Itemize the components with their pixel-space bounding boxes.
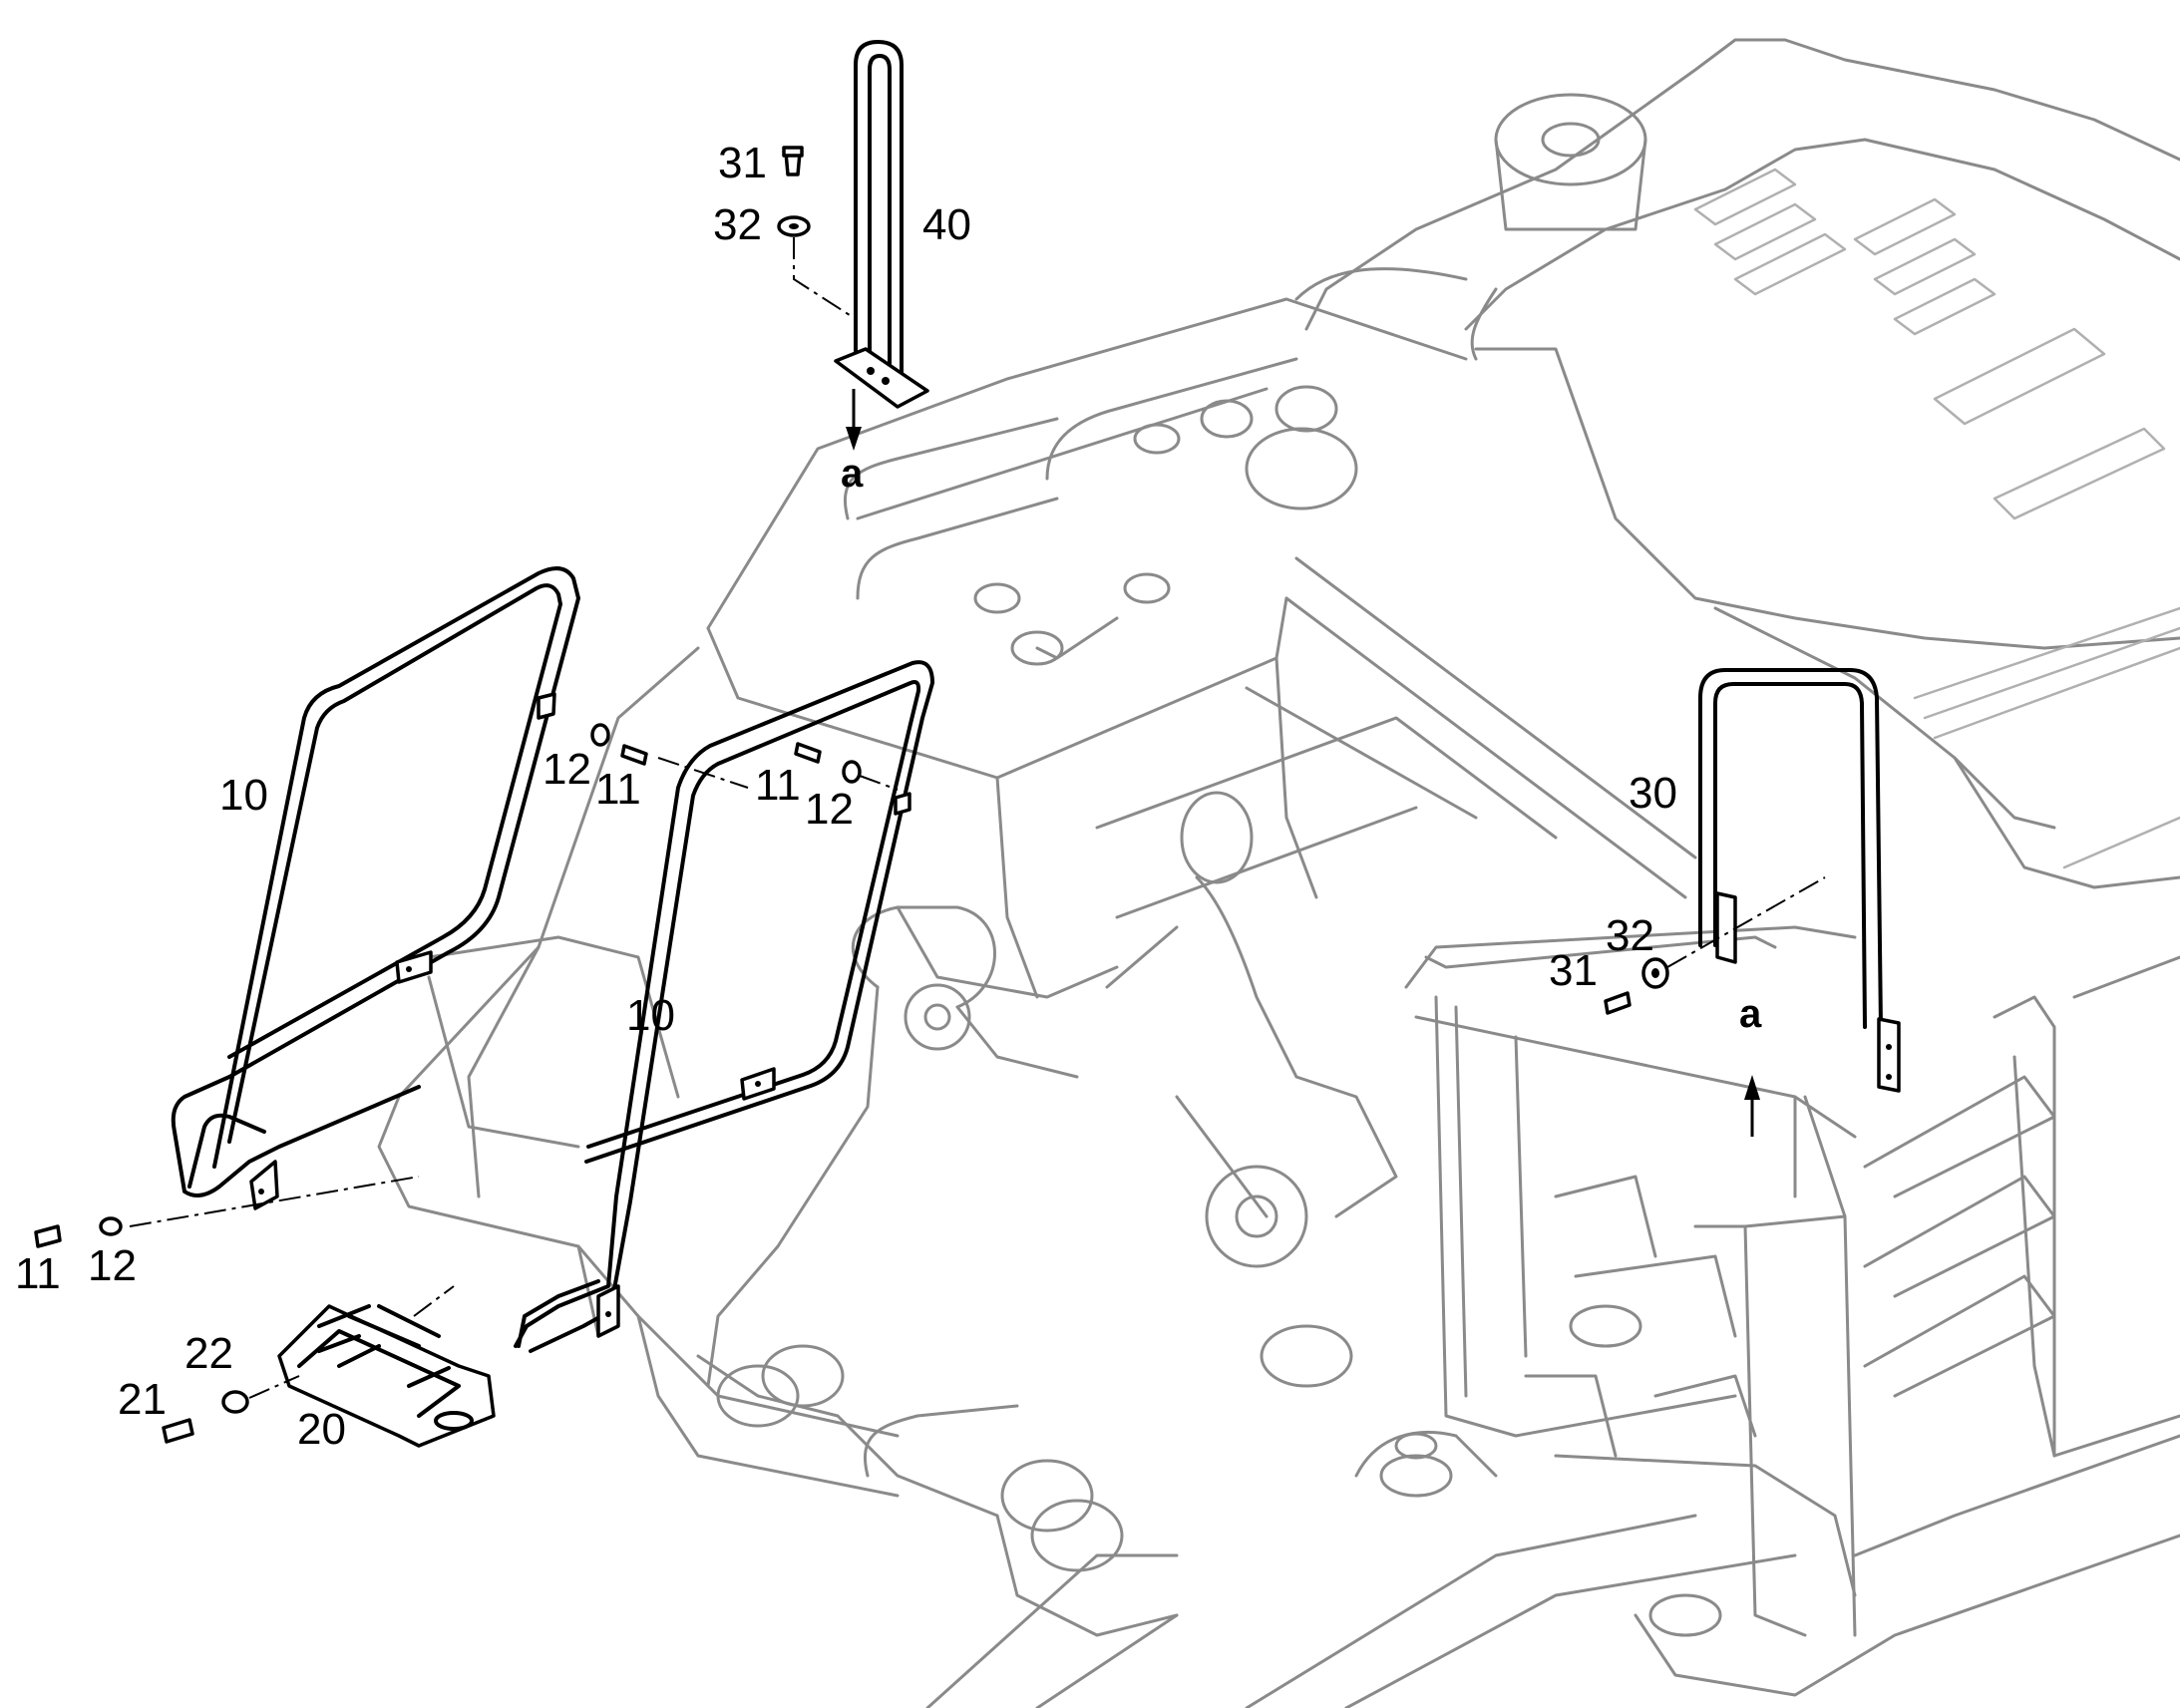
callout-31-right: 31 bbox=[1549, 946, 1598, 995]
grab-bar-40 bbox=[793, 40, 929, 451]
washer-22 bbox=[221, 1390, 249, 1414]
callout-31-top: 31 bbox=[718, 139, 767, 187]
callout-30: 30 bbox=[1629, 769, 1677, 818]
bolt-31-top bbox=[782, 146, 804, 176]
callout-12-low: 12 bbox=[88, 1241, 137, 1290]
washer-12-upper bbox=[590, 723, 610, 747]
bolt-11-low bbox=[34, 1224, 62, 1248]
callout-10-left: 10 bbox=[219, 771, 268, 820]
machine-background bbox=[377, 38, 2180, 1708]
grab-bar-30 bbox=[1666, 668, 1901, 1137]
washer-12-low bbox=[99, 1216, 123, 1236]
callout-12-upper: 12 bbox=[543, 745, 591, 794]
callout-20: 20 bbox=[297, 1405, 346, 1454]
handrail-10-left bbox=[171, 566, 580, 1210]
washer-32-right bbox=[1641, 957, 1669, 989]
callout-11-low: 11 bbox=[15, 1249, 61, 1298]
callout-22: 22 bbox=[184, 1329, 233, 1378]
callout-21: 21 bbox=[118, 1375, 167, 1424]
callout-40: 40 bbox=[922, 200, 971, 249]
callout-10-mid: 10 bbox=[626, 991, 675, 1040]
arrow-label-a-right: a bbox=[1739, 992, 1762, 1036]
callout-12-mid: 12 bbox=[805, 785, 854, 834]
callout-11-upper: 11 bbox=[595, 765, 641, 814]
bolt-21 bbox=[162, 1418, 194, 1444]
callout-11-mid: 11 bbox=[755, 761, 801, 810]
callout-32-top: 32 bbox=[713, 200, 762, 249]
bolt-11-mid bbox=[794, 742, 822, 764]
step-20 bbox=[277, 1285, 496, 1448]
washer-12-mid bbox=[842, 760, 862, 784]
callout-32-right: 32 bbox=[1606, 911, 1654, 960]
arrow-label-a-top: a bbox=[841, 452, 864, 496]
washer-32-top bbox=[777, 215, 811, 237]
handrail-10-mid bbox=[514, 660, 934, 1353]
bolt-31-right bbox=[1604, 991, 1632, 1015]
bolt-11-upper bbox=[620, 744, 648, 766]
